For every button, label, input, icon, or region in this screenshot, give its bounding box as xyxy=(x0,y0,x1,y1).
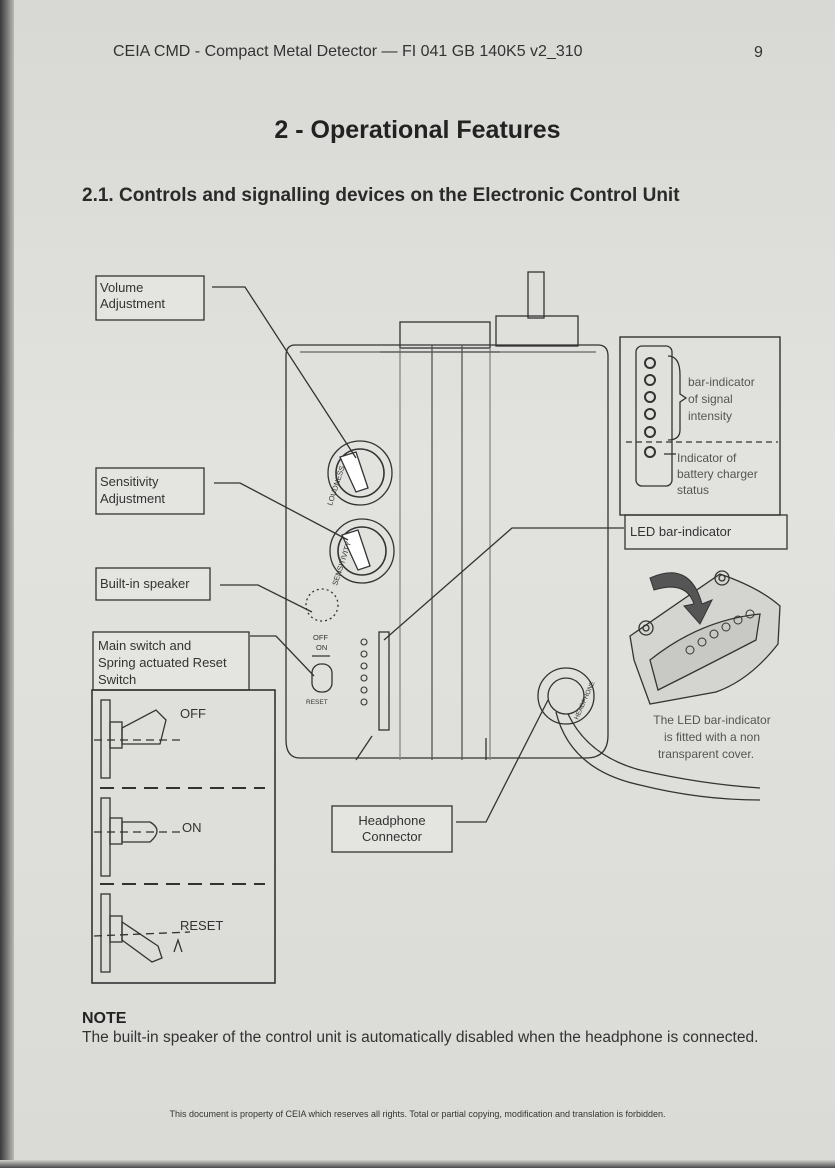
speaker-leader xyxy=(220,584,313,613)
led-signal-text-line3: intensity xyxy=(688,409,732,423)
led-signal-text-line1: bar-indicator xyxy=(688,375,755,389)
reset-toggle-lever xyxy=(121,920,163,963)
led-signal-text-line2: of signal xyxy=(688,392,733,406)
main-switch-callout-line2: Spring actuated Reset xyxy=(98,655,227,670)
sensitivity-callout-line1: Sensitivity xyxy=(100,474,159,489)
sensitivity-callout-box xyxy=(95,467,205,515)
headphone-callout-line1: Headphone xyxy=(358,813,425,828)
speaker-grille xyxy=(305,588,339,622)
cover-fit-arrow xyxy=(649,572,714,625)
note-body: The built-in speaker of the control unit… xyxy=(82,1029,759,1046)
cover-note-line2: is fitted with a non xyxy=(664,730,760,744)
led-battery-text-line1: Indicator of xyxy=(677,451,737,465)
led-bar-callout-box xyxy=(624,514,788,550)
belt-clip-top xyxy=(399,321,491,349)
page-number: 9 xyxy=(754,44,763,61)
main-switch-callout-line1: Main switch and xyxy=(98,638,191,653)
cover-note-line3: transparent cover. xyxy=(658,747,754,761)
led-detail-dots xyxy=(644,357,656,458)
main-switch-leader xyxy=(250,635,315,677)
led-column-dots xyxy=(360,638,368,706)
switch-off-label: OFF xyxy=(313,633,328,642)
sensitivity-callout-line2: Adjustment xyxy=(100,491,165,506)
headphone-jack xyxy=(547,677,585,715)
sensitivity-label: SENSITIVITY xyxy=(330,540,353,586)
loudness-knob-ring xyxy=(327,440,393,506)
signal-bracket xyxy=(667,355,688,441)
cover-note-line1: The LED bar-indicator xyxy=(653,713,770,727)
headphone-callout-box xyxy=(331,805,453,853)
section-title: 2 - Operational Features xyxy=(274,116,561,144)
led-cover-strip xyxy=(378,631,390,731)
antenna-stub xyxy=(527,271,545,319)
volume-leader xyxy=(212,286,357,459)
volume-callout-line2: Adjustment xyxy=(100,296,165,311)
speaker-callout-box xyxy=(95,567,211,601)
headphone-cable xyxy=(555,711,761,801)
top-connector-block xyxy=(495,315,579,347)
led-strip-detail xyxy=(635,345,673,487)
volume-callout-line1: Volume xyxy=(100,280,143,295)
led-bar-leader xyxy=(383,527,624,641)
speaker-callout-text: Built-in speaker xyxy=(100,576,190,591)
switch-on-label: ON xyxy=(316,643,327,652)
main-switch xyxy=(311,663,333,693)
position-on-label: ON xyxy=(182,820,202,835)
running-header: CEIA CMD - Compact Metal Detector — FI 0… xyxy=(113,43,583,60)
subsection-title: 2.1. Controls and signalling devices on … xyxy=(82,185,680,206)
main-switch-callout-box xyxy=(92,631,250,691)
page-bottom-shadow xyxy=(0,1160,835,1168)
sensitivity-leader xyxy=(214,482,349,541)
cover-illustration-leds xyxy=(685,609,755,655)
main-switch-callout-line3: Switch xyxy=(98,672,136,687)
note-title: NOTE xyxy=(82,1010,127,1027)
reset-spring-arrow xyxy=(173,937,183,953)
led-battery-text-line3: status xyxy=(677,483,709,497)
position-off-label: OFF xyxy=(180,706,206,721)
control-unit-body xyxy=(285,344,609,759)
position-reset-label: RESET xyxy=(180,918,223,933)
led-detail-panel xyxy=(619,336,781,516)
sensitivity-knob-pointer xyxy=(341,529,371,571)
switch-reset-label: RESET xyxy=(306,699,328,706)
sensitivity-knob xyxy=(337,526,387,576)
led-battery-text-line2: battery charger xyxy=(677,467,758,481)
loudness-knob xyxy=(335,448,385,498)
off-toggle-lever xyxy=(121,709,167,745)
headphone-jack-housing xyxy=(537,667,595,725)
volume-callout-box xyxy=(95,275,205,321)
led-bar-callout-text: LED bar-indicator xyxy=(630,524,732,539)
headphone-callout-line2: Connector xyxy=(362,829,423,844)
switch-positions-panel xyxy=(91,689,276,984)
sensitivity-knob-ring xyxy=(329,518,395,584)
copyright-footer: This document is property of CEIA which … xyxy=(169,1109,666,1119)
on-toggle-lever xyxy=(121,821,158,843)
loudness-knob-pointer xyxy=(339,451,369,493)
headphone-leader xyxy=(456,699,549,823)
page-binding-shadow xyxy=(0,0,14,1168)
